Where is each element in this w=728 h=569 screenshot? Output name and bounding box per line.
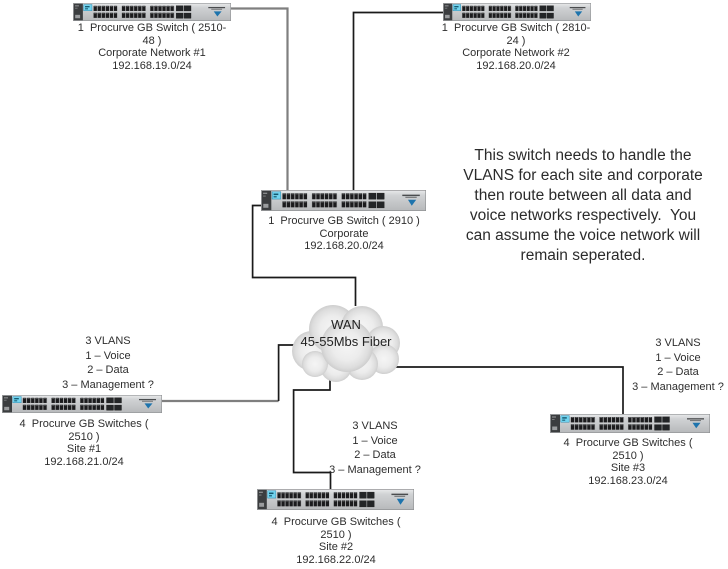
- switch-image-corporate1: [73, 3, 231, 21]
- wire-wan-to-site3: [351, 366, 624, 414]
- switch-image-site1: [2, 395, 162, 413]
- switch-label-corporate2: 1 Procurve GB Switch ( 2810-24 )Corporat…: [441, 22, 591, 72]
- wan-label: WAN: [331, 317, 361, 332]
- cloud-shape-icon: [292, 305, 400, 382]
- switch-image-site2: [257, 489, 414, 510]
- wire-corp1-to-core: [231, 7, 289, 190]
- wire-wan-to-site2: [292, 373, 332, 489]
- wan-cloud-label: WAN 45-55Mbs Fiber: [288, 316, 404, 350]
- wire-core-to-wan: [251, 204, 357, 306]
- switch-image-site3: [550, 414, 710, 433]
- wire-core-to-corp2: [352, 11, 443, 190]
- switch-image-corporate2: [443, 3, 591, 21]
- wan-bandwidth-label: 45-55Mbs Fiber: [300, 334, 392, 349]
- wan-cloud: WAN 45-55Mbs Fiber: [288, 301, 404, 383]
- switch-image-core: [261, 190, 426, 211]
- switch-label-corporate1: 1 Procurve GB Switch ( 2510-48 )Corporat…: [77, 22, 227, 72]
